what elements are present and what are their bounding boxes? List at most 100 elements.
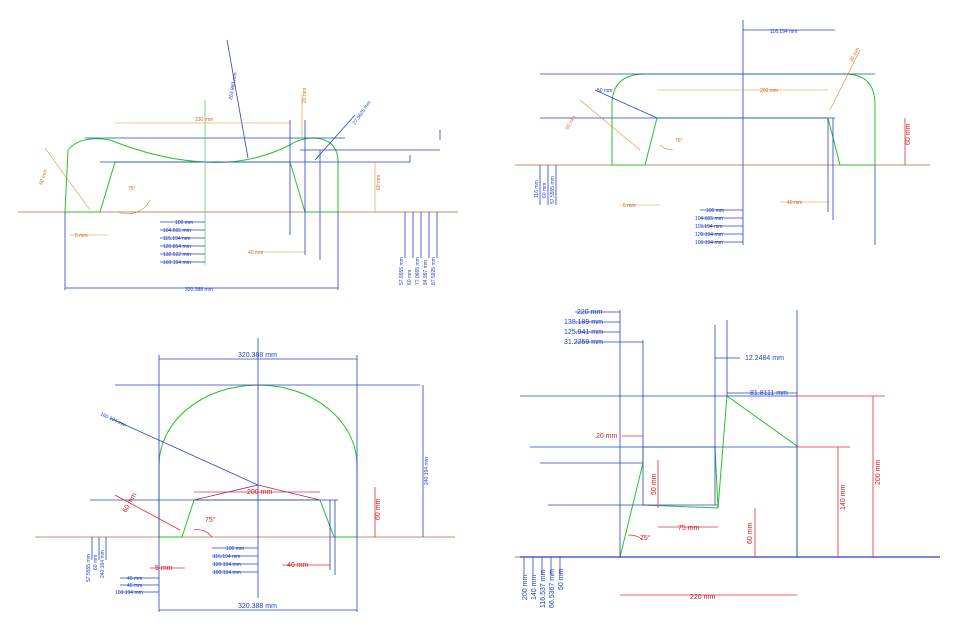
p3-w40-label: 40 mm: [287, 562, 309, 569]
p2-ladder-1: 104.665 mm: [695, 216, 723, 222]
p1-right-arc-leader: [314, 114, 356, 161]
p4-angle-label: 75°: [640, 534, 651, 542]
p3-left-ladder-1: 45 mm: [127, 583, 142, 589]
p1-green-outline: [64, 137, 339, 213]
p3-radius-label: 160.194 mm: [99, 411, 127, 428]
p1-vert-label-3: 84.997 mm: [423, 260, 429, 285]
p1-w40-label: 40 mm: [248, 250, 263, 256]
p4-angle-arc: [627, 534, 644, 541]
p4-w75-label: 75 mm: [678, 525, 700, 532]
p2-inner-label: 200 mm: [760, 88, 778, 94]
p4-w81-label: 81.8111 mm: [750, 390, 788, 397]
p4-h200-label: 200 mm: [875, 460, 882, 485]
p1-right-arc-label: 27.5625 mm: [352, 100, 373, 126]
p3-angle-arc: [193, 529, 213, 538]
p4-bottom-label: 220 mm: [690, 594, 715, 601]
p4-ladder-3: 31.2259 mm: [564, 339, 603, 346]
p2-ladder-4: 160.194 mm: [695, 240, 723, 246]
p1-ladder-label-0: 100 mm: [175, 220, 193, 226]
p1-vert-label-0: 57.5555 mm: [399, 257, 405, 285]
p2-right-arc-leader: [829, 49, 861, 111]
p2-left-vert-0: 116 mm: [534, 180, 540, 198]
p4-left-vert-0: 200 mm: [522, 575, 529, 600]
p1-angle-arc: [117, 199, 151, 215]
p1-ladder-label-1: 104.665 mm: [163, 228, 191, 234]
p1-h60-label: 60 mm: [376, 175, 382, 190]
p3-inner-label: 200 mm: [247, 489, 272, 496]
p2-arc-l-label: 50 mm: [597, 88, 612, 94]
p1-ladder-label-3: 120.854 mm: [163, 244, 191, 250]
p2-arc-r-label: 30 mm: [849, 47, 862, 63]
p3-ladder-1: 115.194 mm: [213, 554, 240, 560]
p3-green-outline: [158, 384, 358, 538]
p2-w5-label: 5 mm: [623, 203, 636, 209]
p3-h60-label: 60 mm: [375, 498, 382, 520]
p3-roof-line-right: [257, 484, 321, 501]
p2-side-label: 60 mm: [565, 115, 578, 131]
p3-radius-line: [109, 417, 259, 486]
p3-left-vert-0: 57.5555 mm: [86, 554, 92, 582]
p1-vert-label-4: 87.5925 mm: [431, 257, 437, 285]
p2-ladder-0: 100 mm: [706, 208, 724, 214]
p4-left-vert-4: 50 mm: [558, 568, 565, 590]
p1-left-arc-label: 60 mm: [38, 169, 49, 185]
p2-h60-label: 60 mm: [905, 123, 912, 145]
p2-angle-label: 75°: [675, 138, 683, 144]
p4-h50-label: 50 mm: [651, 473, 658, 495]
p1-angle-label: 75°: [128, 186, 136, 192]
p1-ladder-label-4: 132.622 mm: [163, 252, 191, 258]
p4-w12-label: 12.2484 mm: [745, 355, 784, 362]
p1-diagonal-line: [226, 39, 249, 159]
p1-w5-label: 5 mm: [75, 233, 88, 239]
p3-bottom-width-label: 320.388 mm: [238, 603, 277, 610]
p1-left-arc-line: [44, 147, 91, 211]
p3-left-ladder-2: 160.194 mm: [115, 590, 143, 596]
p1-diag-label: 263.869 mm: [228, 72, 239, 100]
p3-roof-line-left: [193, 484, 259, 501]
p2-top-label: 116.194 mm: [770, 29, 797, 35]
p2-side-line: [579, 99, 641, 151]
p3-side-line: [114, 494, 181, 531]
p3-top-width-label: 320.388 mm: [238, 352, 277, 359]
p4-h140-label: 140 mm: [840, 485, 847, 510]
p4-ladder-2: 125.941 mm: [564, 329, 603, 336]
p2-left-arc-leader: [594, 89, 658, 119]
p3-ladder-2: 120.194 mm: [213, 562, 241, 568]
p4-left-vert-2: 116.537 mm: [540, 569, 547, 608]
p2-green-outline: [611, 73, 876, 166]
p1-vert-label-1: 60 mm: [407, 270, 413, 285]
p1-total-width-label: 320.388 mm: [185, 287, 213, 293]
p3-left-vert-1: 60 mm: [93, 555, 99, 570]
p3-side-label: 60 mm: [122, 492, 139, 514]
p3-left-ladder-0: 40 mm: [127, 576, 142, 582]
p2-angle-arc: [659, 144, 674, 151]
p1-vert-label-2: 77.0665 mm: [415, 257, 421, 285]
panel-4-profile: 220 mm 138.189 mm 125.941 mm 31.2259 mm …: [515, 309, 940, 608]
p3-height-label: 240.194 mm: [424, 457, 430, 485]
p2-w40-label: 40 mm: [787, 200, 802, 206]
p3-ladder-3: 160.194 mm: [213, 570, 241, 576]
p1-ladder-label-2: 115.194 mm: [163, 236, 190, 242]
p3-left-vert-2: 240.194 mm: [100, 550, 106, 578]
p3-ladder-0: 100 mm: [226, 546, 244, 552]
p4-green-outline: [619, 395, 798, 558]
p2-left-vert-1: 60 mm: [542, 183, 548, 198]
p3-angle-label: 75°: [205, 516, 216, 524]
p1-ladder-label-5: 160.194 mm: [163, 260, 191, 266]
panel-1-profile: 230 mm 263.869 mm 27.5625 mm 60 mm 20 mm…: [18, 39, 458, 293]
p1-h20-label: 20 mm: [302, 88, 308, 103]
panel-3-profile: 320.388 mm 160.194 mm 240.194 mm 200 mm …: [35, 338, 455, 612]
p2-ladder-3: 120.194 mm: [695, 232, 723, 238]
p1-top-width-label: 230 mm: [195, 117, 213, 123]
p4-ladder-0: 220 mm: [577, 309, 602, 316]
p4-left-vert-3: 66.5367 mm: [549, 569, 556, 608]
p4-h60-label: 60 mm: [747, 522, 754, 544]
p4-ladder-1: 138.189 mm: [564, 319, 603, 326]
panel-2-profile: 116.194 mm 30 mm 50 mm 200 mm 60 mm 60 m…: [515, 20, 930, 246]
p2-ladder-2: 115.194 mm: [695, 224, 722, 230]
p3-w5-label: 5 mm: [155, 565, 173, 572]
p2-left-vert-2: 57.5555 mm: [550, 176, 556, 204]
p4-green-inner: [642, 504, 719, 509]
p4-left-vert-1: 140 mm: [531, 575, 538, 600]
